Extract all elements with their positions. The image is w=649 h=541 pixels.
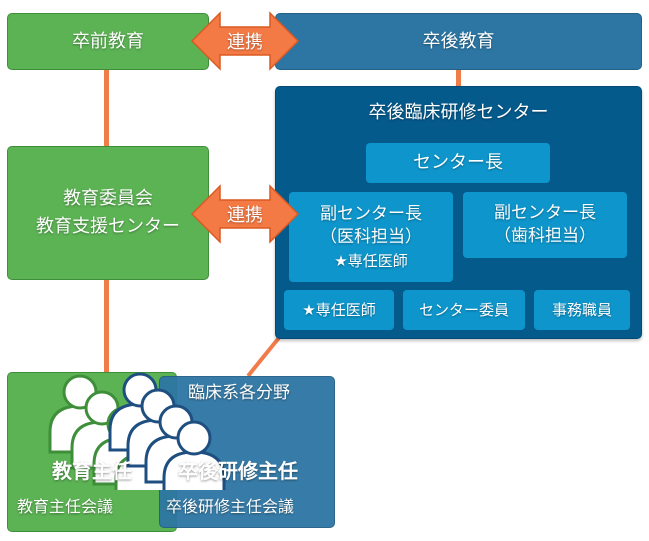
connector-center-bottom bbox=[246, 332, 284, 378]
staff-office-label: 事務職員 bbox=[551, 300, 612, 319]
people-group-icon bbox=[48, 372, 226, 490]
clinical-departments-label: 臨床系各分野 bbox=[188, 383, 290, 403]
link-label-top: 連携 bbox=[227, 32, 263, 53]
undergrad-education-box: 卒前教育 bbox=[7, 13, 209, 70]
vice-medical-line3: ★専任医師 bbox=[334, 251, 408, 270]
center-title: 卒後臨床研修センター bbox=[368, 102, 549, 123]
vice-medical-line2: （医科担当） bbox=[320, 226, 422, 247]
committee-line2: 教育支援センター bbox=[36, 216, 180, 237]
vice-medical-line1: 副センター長 bbox=[320, 203, 422, 224]
vice-dental-line1: 副センター長 bbox=[494, 203, 596, 223]
staff-center-member-box: センター委員 bbox=[403, 290, 525, 330]
vice-director-dental-box: 副センター長 （歯科担当） bbox=[463, 192, 627, 258]
vice-dental-line2: （歯科担当） bbox=[494, 226, 596, 246]
connector-undergrad-committee bbox=[104, 68, 109, 148]
link-label-middle: 連携 bbox=[227, 205, 263, 226]
postgrad-chief-label: 卒後研修主任 bbox=[178, 459, 298, 483]
staff-center-member-label: センター委員 bbox=[418, 300, 509, 319]
postgrad-chief-meeting-label: 卒後研修主任会議 bbox=[166, 497, 295, 516]
staff-office-box: 事務職員 bbox=[534, 290, 630, 330]
connector-postgrad-center bbox=[456, 68, 461, 88]
postgrad-education-label: 卒後教育 bbox=[422, 30, 495, 52]
education-chief-meeting-label: 教育主任会議 bbox=[17, 497, 114, 516]
double-arrow-icon bbox=[190, 11, 300, 71]
committee-line1: 教育委員会 bbox=[63, 188, 153, 209]
staff-dedicated-doctor-label: ★専任医師 bbox=[302, 300, 376, 319]
connector-committee-bottom bbox=[104, 278, 109, 374]
education-chief-label: 教育主任 bbox=[52, 459, 132, 483]
vice-director-medical-box: 副センター長 （医科担当） ★専任医師 bbox=[289, 192, 453, 282]
undergrad-education-label: 卒前教育 bbox=[72, 30, 144, 52]
center-director-label: センター長 bbox=[413, 152, 503, 173]
committee-box: 教育委員会 教育支援センター bbox=[7, 146, 209, 280]
staff-dedicated-doctor-box: ★専任医師 bbox=[284, 290, 394, 330]
link-arrow-middle: 連携 bbox=[190, 182, 300, 246]
center-director-box: センター長 bbox=[366, 143, 550, 183]
double-arrow-icon bbox=[190, 184, 300, 244]
link-arrow-top: 連携 bbox=[190, 9, 300, 73]
postgrad-education-box: 卒後教育 bbox=[275, 13, 642, 70]
